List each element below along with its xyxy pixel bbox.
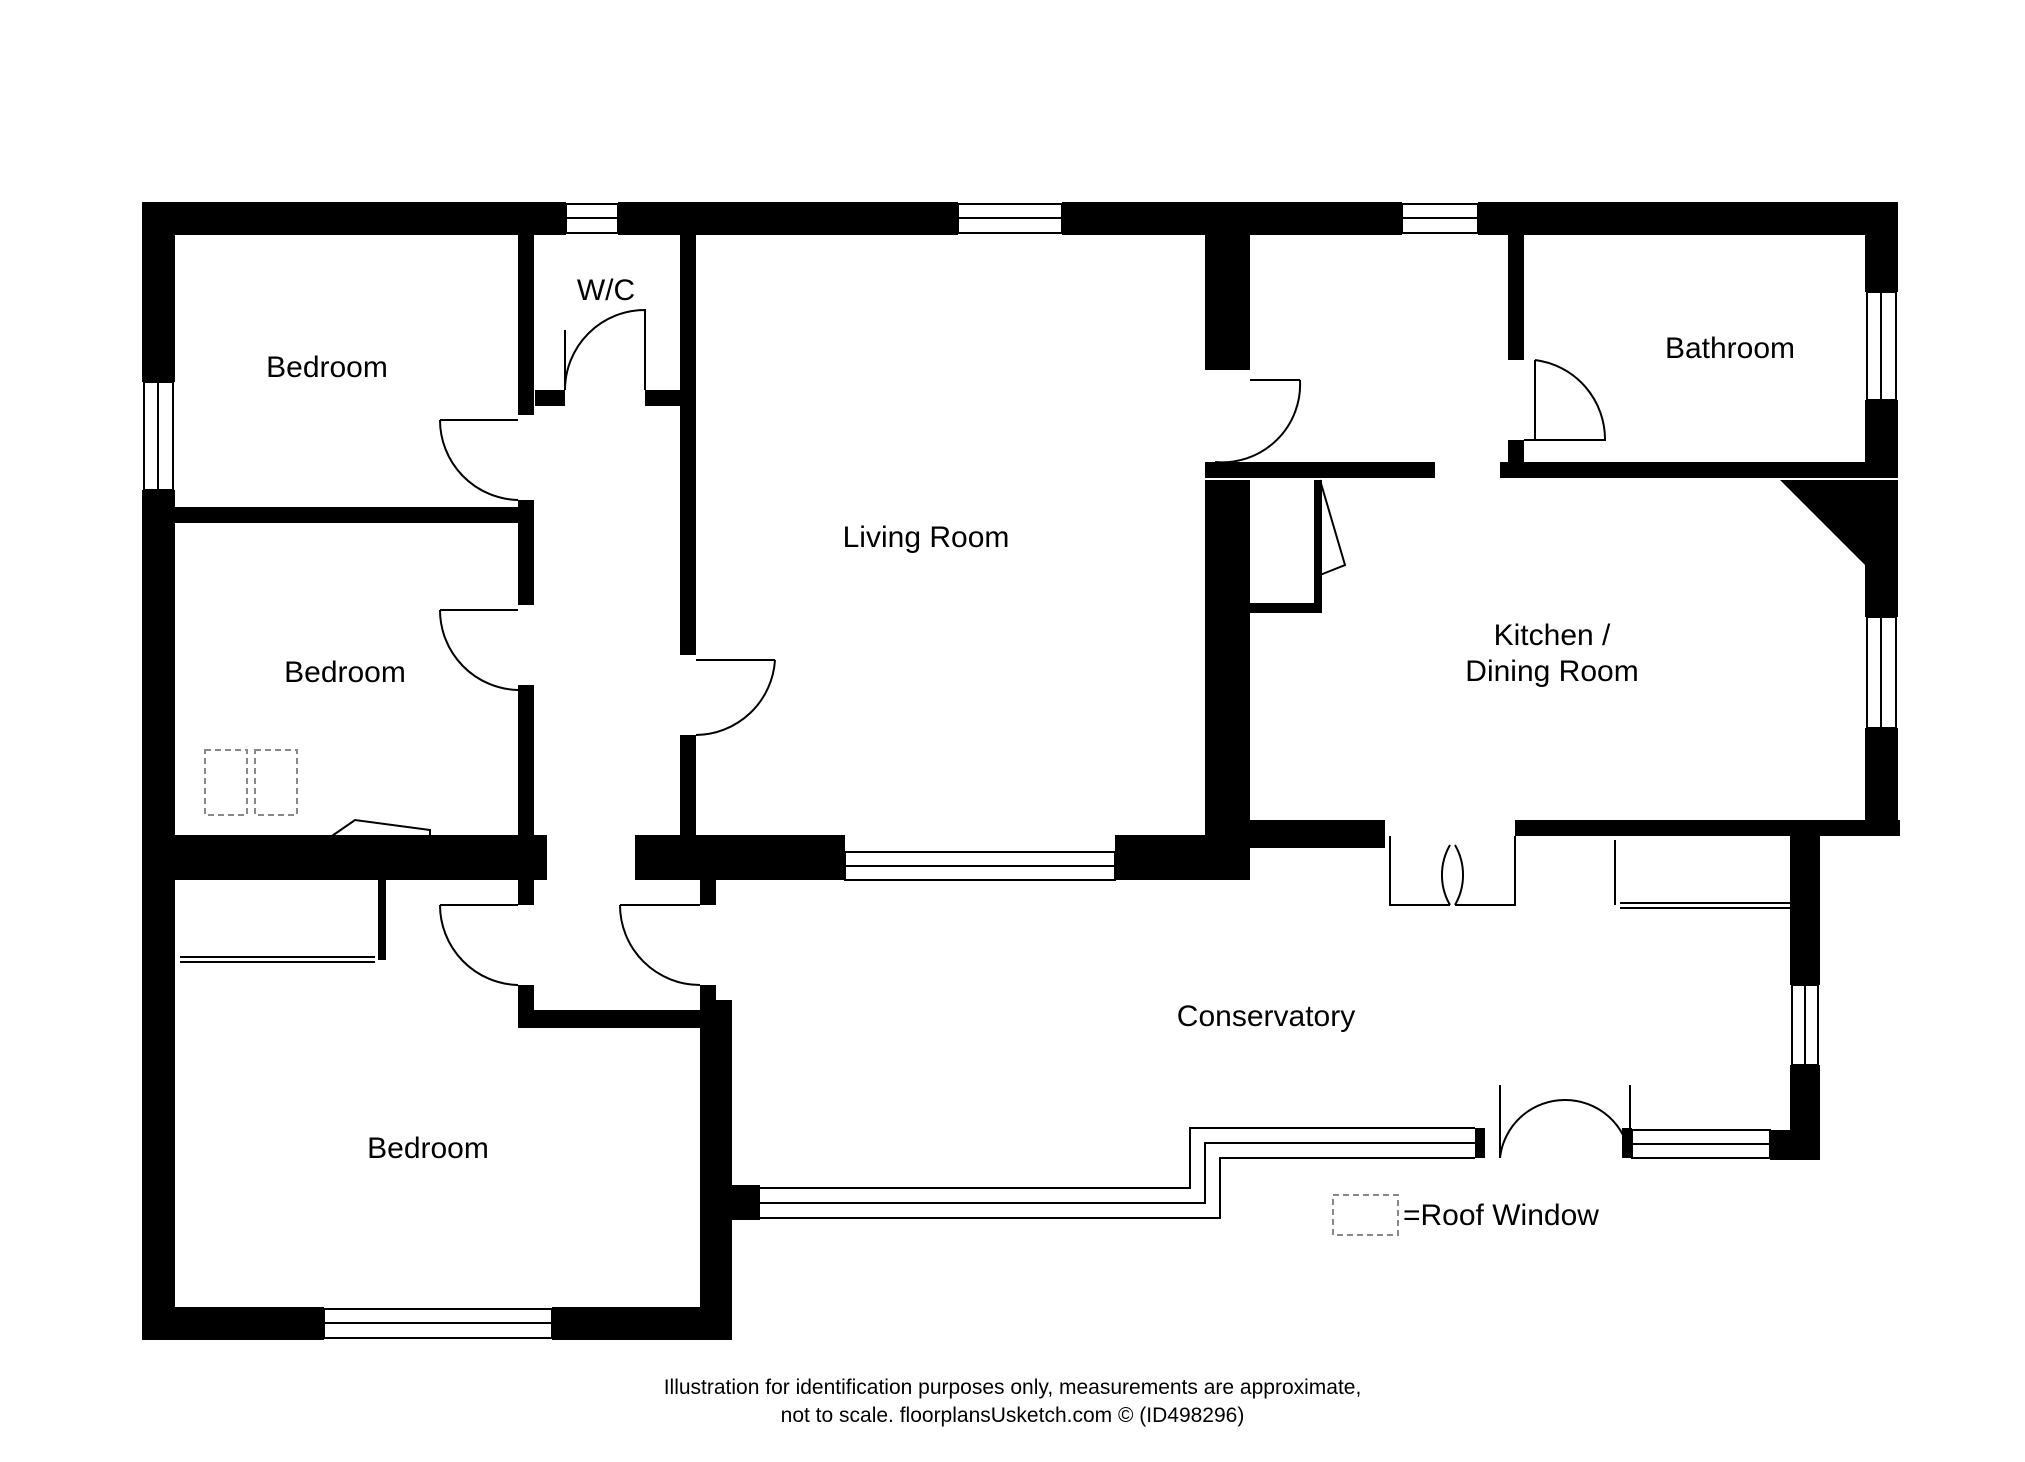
room-labels: Bedroom W/C Living Room Bathroom Bedroom… <box>266 274 1795 1165</box>
room-label-conservatory: Conservatory <box>1177 1000 1355 1033</box>
room-label-wc: W/C <box>577 274 635 307</box>
footer-line-1: Illustration for identification purposes… <box>663 1376 1362 1399</box>
room-label-living-room: Living Room <box>843 521 1010 554</box>
doors <box>289 308 1631 1159</box>
walls <box>142 202 1900 1340</box>
room-label-kitchen-line1: Kitchen / <box>1494 619 1611 652</box>
roof-windows <box>204 749 1399 1236</box>
footer-disclaimer: Illustration for identification purposes… <box>0 1374 2025 1430</box>
footer-line-2: not to scale. floorplansUsketch.com © (I… <box>780 1404 1245 1427</box>
room-label-bedroom-middle: Bedroom <box>284 656 406 689</box>
legend-roof-window-label: =Roof Window <box>1403 1199 1599 1232</box>
room-label-bathroom: Bathroom <box>1665 332 1795 365</box>
room-label-bedroom-bottom: Bedroom <box>367 1132 489 1165</box>
room-label-bedroom-top: Bedroom <box>266 351 388 384</box>
legend: =Roof Window <box>1403 1199 1599 1232</box>
conservatory-glazing <box>180 840 1790 1219</box>
room-label-kitchen-line2: Dining Room <box>1465 655 1638 688</box>
windows <box>143 203 1897 1339</box>
